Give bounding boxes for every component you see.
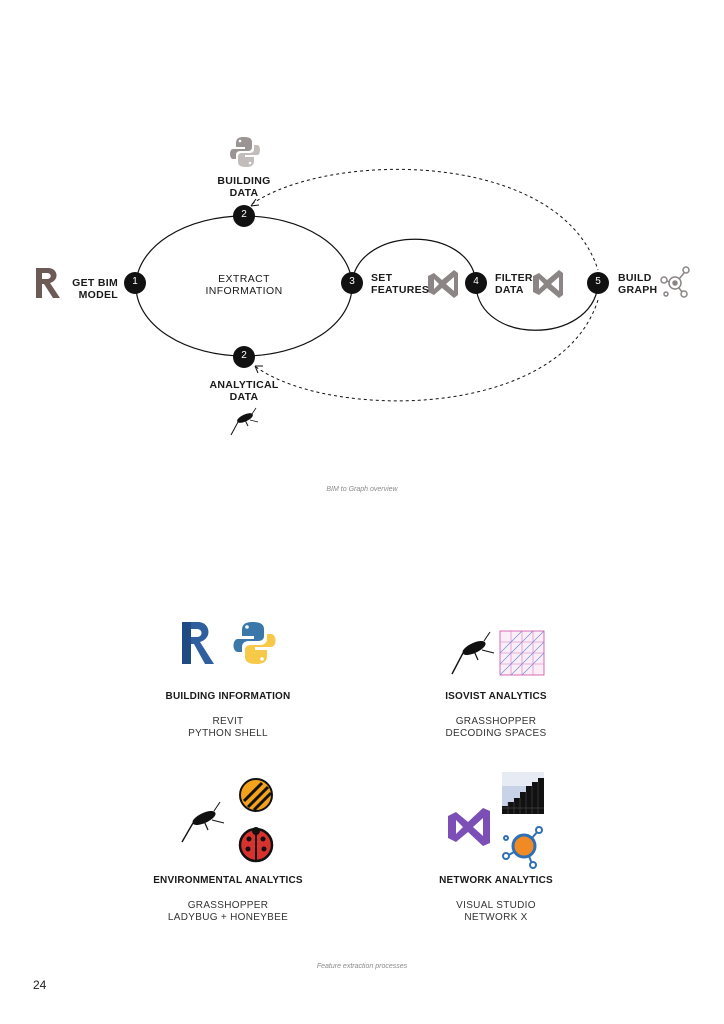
arrow-head-bottom — [254, 365, 263, 374]
grasshopper-icon — [181, 801, 225, 843]
node-3-number: 3 — [349, 276, 355, 287]
node-5 — [587, 272, 609, 294]
node-4 — [465, 272, 487, 294]
node-3 — [341, 272, 363, 294]
revit-icon — [36, 268, 60, 298]
process-diagram — [36, 137, 690, 436]
page-number: 24 — [33, 978, 47, 992]
tools-icons — [181, 622, 545, 869]
visual-studio-icon — [448, 808, 490, 846]
heatmap-icon — [502, 772, 544, 814]
honeybee-icon — [239, 778, 273, 812]
dashed-return-top — [251, 168, 599, 271]
section-title-isovist-analytics: ISOVIST ANALYTICS — [445, 691, 547, 702]
arrow-head-top — [250, 198, 260, 207]
decoding-spaces-icon — [499, 630, 545, 676]
ladybug-icon — [238, 827, 274, 863]
visual-studio-icon — [428, 270, 458, 298]
revit-icon — [182, 622, 214, 664]
node-2-bottom — [233, 346, 255, 368]
node-1 — [124, 272, 146, 294]
python-icon — [230, 137, 260, 167]
graph-icon — [660, 266, 690, 298]
section-title-building-information: BUILDING INFORMATION — [165, 691, 291, 702]
dashed-return-bottom — [255, 299, 599, 402]
node-2-top-number: 2 — [241, 209, 247, 220]
grasshopper-icon — [230, 407, 259, 436]
sections-caption: Feature extraction processes — [316, 963, 408, 970]
filter-arc — [475, 285, 599, 331]
python-icon — [233, 622, 276, 664]
features-arc — [351, 238, 477, 283]
diagram-caption: BIM to Graph overview — [326, 486, 398, 493]
section-title-network-analytics: NETWORK ANALYTICS — [439, 875, 553, 886]
node-4-number: 4 — [473, 276, 479, 287]
section-title-environmental-analytics: ENVIRONMENTAL ANALYTICS — [153, 875, 303, 886]
node-5-number: 5 — [595, 276, 601, 287]
node-2-top — [233, 205, 255, 227]
networkx-icon — [502, 826, 543, 869]
node-1-number: 1 — [132, 276, 138, 287]
grasshopper-icon — [451, 631, 495, 675]
visual-studio-icon — [533, 270, 563, 298]
node-2-bottom-number: 2 — [241, 350, 247, 361]
